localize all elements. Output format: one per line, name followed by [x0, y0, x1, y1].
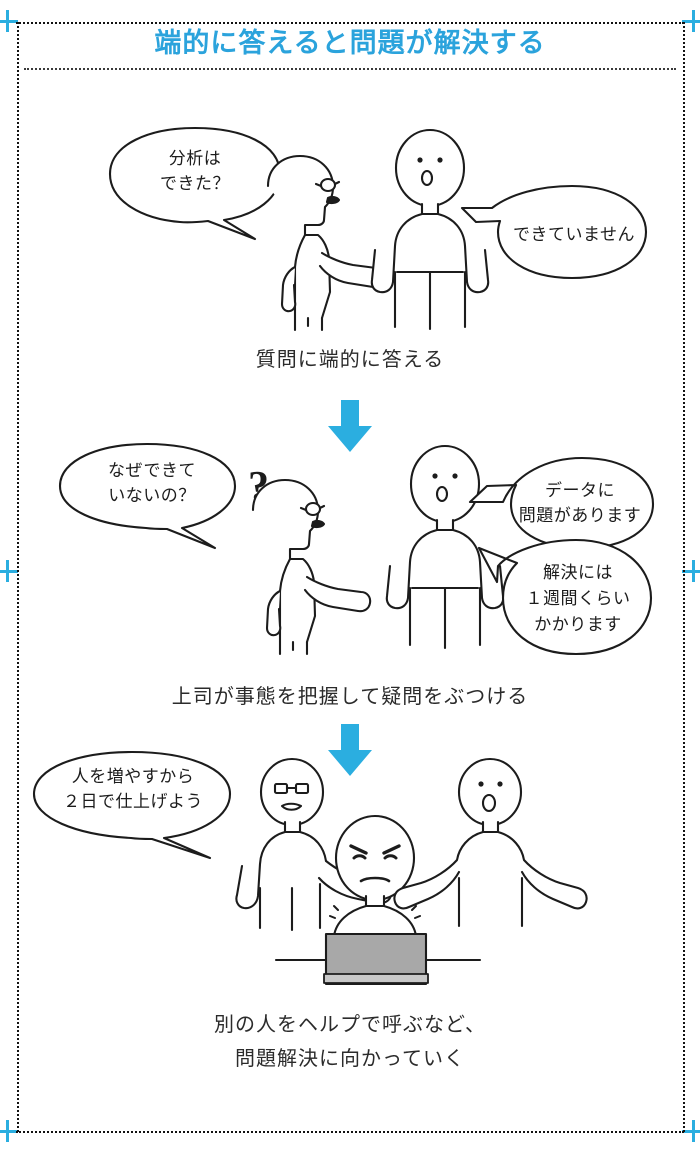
registration-mark-middle-right: [682, 560, 700, 582]
frame-border-right: [683, 22, 685, 1132]
figure-manager-shape: [251, 478, 372, 656]
bubble-staff-a3-text: 解決には １週間くらい かかります: [525, 563, 631, 634]
registration-mark-bottom-left: [0, 1120, 18, 1142]
scene-2: ?: [55, 440, 655, 670]
scene-3: 人を増やすから ２日で仕上げよう: [30, 748, 670, 988]
scene-1-illustration: [108, 126, 648, 332]
arrow-down-2: [322, 722, 378, 778]
scene-2-caption: 上司が事態を把握して疑問をぶつける: [171, 686, 529, 708]
bubble-manager-q1-shape: [108, 126, 282, 241]
frame-border-bottom: [16, 1131, 684, 1133]
bubble-manager-q2-text: なぜできて いないの？: [107, 461, 196, 505]
bubble-manager-q2-shape: [58, 442, 237, 550]
bubble-staff-a2-shape: [468, 456, 655, 550]
arrow-down-icon: [328, 724, 372, 776]
bubble-manager-q1-text: 分析は できた？: [160, 149, 230, 193]
scene-1: 分析は できた？ できていません: [90, 122, 650, 342]
scene-3-caption: 別の人をヘルプで呼ぶなど、 問題解決に向かっていく: [0, 1008, 700, 1076]
bubble-staff-a2-text: データに 問題があります: [518, 481, 642, 525]
bubble-staff-a1-shape: [460, 184, 648, 280]
scene-2-illustration: ?: [58, 442, 655, 656]
figure-helper-shape: [393, 757, 588, 928]
registration-mark-bottom-right: [682, 1120, 700, 1142]
figure-worker-shape: [274, 814, 482, 986]
bubble-manager-q3-text: 人を増やすから ２日で仕上げよう: [63, 767, 203, 811]
scene-1-caption: 質問に端的に答える: [255, 349, 445, 371]
page-title: 端的に答えると問題が解決する: [154, 28, 546, 58]
bubble-manager-q3-shape: [32, 750, 232, 860]
figure-staff-shape: [385, 444, 505, 650]
frame-border-left: [17, 22, 19, 1132]
scene-3-caption-line-1: 別の人をヘルプで呼ぶなど、: [214, 1014, 486, 1036]
bubble-staff-a3-shape: [477, 538, 653, 656]
desk-edge: [323, 973, 429, 984]
figure-staff-shape: [370, 128, 490, 331]
scene-3-caption-line-2: 問題解決に向かっていく: [235, 1048, 465, 1070]
arrow-down-icon: [328, 400, 372, 452]
arrow-down-1: [322, 398, 378, 454]
figure-manager-shape: [266, 154, 387, 332]
scene-3-illustration: [32, 750, 588, 986]
title-underline: [24, 68, 676, 70]
bubble-staff-a1-text: できていません: [513, 225, 635, 244]
registration-mark-middle-left: [0, 560, 18, 582]
